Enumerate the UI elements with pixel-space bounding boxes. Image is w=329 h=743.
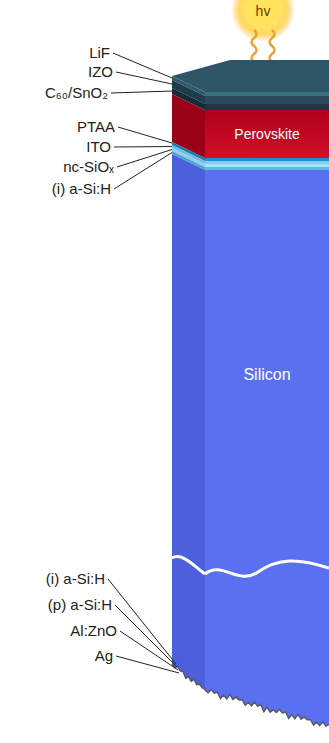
layer-label: Al:ZnO <box>70 622 117 640</box>
break-line <box>172 557 205 574</box>
light-ray <box>252 30 257 62</box>
layer-label: PTAA <box>77 118 115 136</box>
layer-front <box>205 164 329 167</box>
layer-front <box>205 104 329 110</box>
top-face <box>172 60 329 92</box>
silicon-side <box>172 154 205 690</box>
layer-label: ITO <box>86 138 111 156</box>
silicon-front <box>205 170 329 726</box>
layer-front <box>205 158 329 161</box>
layer-label: (i) a-Si:H <box>46 570 105 588</box>
leader-line <box>114 153 172 190</box>
node-label: Perovskite <box>234 126 299 142</box>
light-ray <box>270 30 275 62</box>
silicon-layer: Silicon <box>205 345 329 405</box>
layer-stack <box>172 76 329 170</box>
leader-line <box>116 656 179 673</box>
perovskite-layer: Perovskite <box>205 110 329 158</box>
silicon-wafer <box>172 154 329 726</box>
layer-front <box>205 92 329 96</box>
leader-line <box>118 127 172 143</box>
leader-line <box>114 146 172 148</box>
leader-line <box>116 72 172 84</box>
sun-disc <box>247 0 279 26</box>
leader-lines <box>108 53 179 673</box>
node-label: Silicon <box>243 366 290 384</box>
layer-label: Ag <box>95 647 113 665</box>
layer-front <box>205 161 329 164</box>
layer-label: C₆₀/SnO₂ <box>45 84 108 102</box>
layer-label: IZO <box>88 63 113 81</box>
break-line <box>205 561 329 576</box>
leader-line <box>115 605 177 667</box>
sun-glow <box>231 0 295 42</box>
node-label: hv <box>256 3 271 19</box>
layer-label: (i) a-Si:H <box>52 180 111 198</box>
layer-front <box>205 167 329 170</box>
layer-label: nc-SiOₓ <box>63 158 114 176</box>
layer-front <box>205 96 329 104</box>
layer-front <box>205 110 329 158</box>
leader-line <box>113 53 172 78</box>
sun-symbol: hv <box>241 0 285 22</box>
leader-line <box>111 91 172 93</box>
rough-edge <box>172 664 329 726</box>
leader-line <box>120 631 178 670</box>
leader-line <box>108 579 176 664</box>
layer-label: (p) a-Si:H <box>48 596 112 614</box>
layer-label: LiF <box>89 44 110 62</box>
